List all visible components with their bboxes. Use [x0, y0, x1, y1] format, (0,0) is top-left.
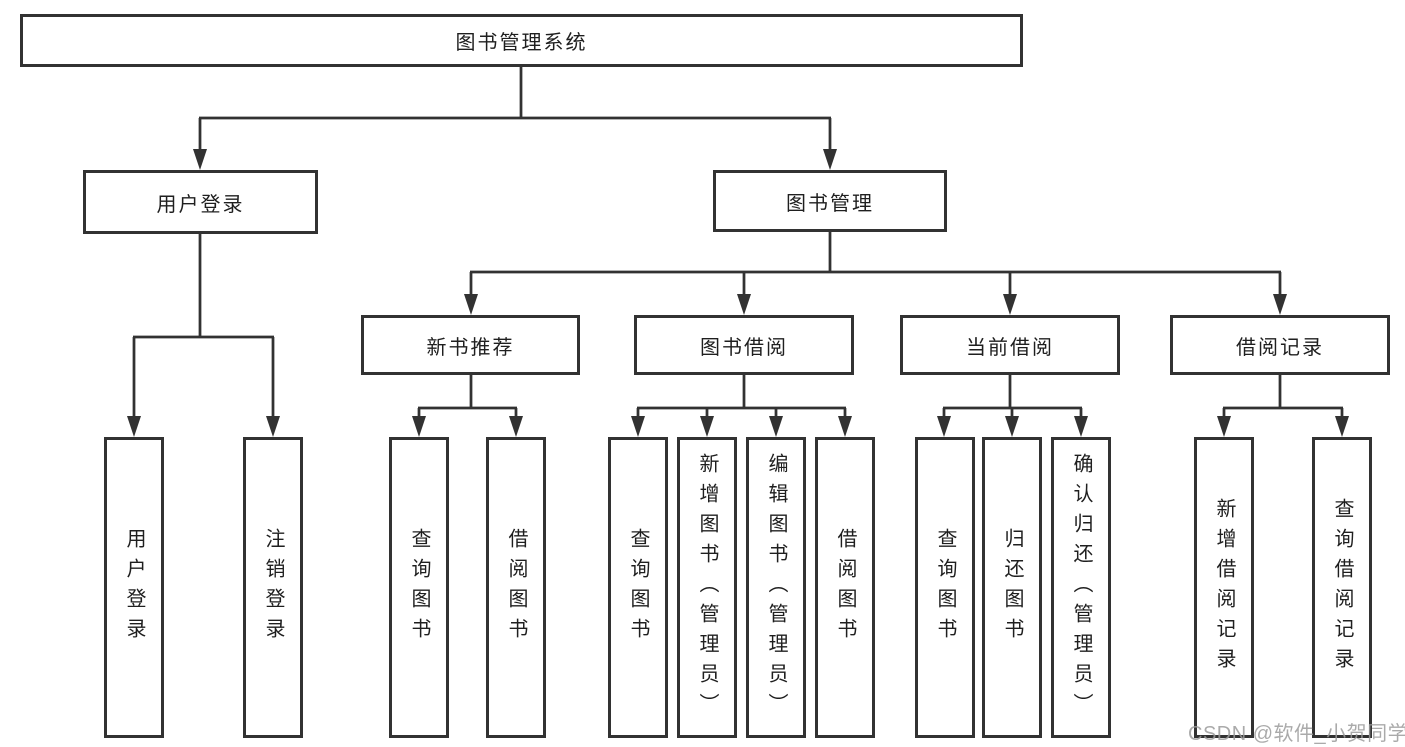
node-borrow-records: 借阅记录	[1170, 315, 1390, 375]
leaf-logout: 注销登录	[243, 437, 303, 738]
arrowhead-icon	[1217, 416, 1231, 437]
leaf-edit-books-admin: 编辑图书（管理员）	[746, 437, 806, 738]
node-book-management: 图书管理	[713, 170, 947, 232]
leaf-borrow-books-2: 借阅图书	[815, 437, 875, 738]
node-label: 新增借阅记录	[1213, 497, 1235, 678]
arrowhead-icon	[127, 416, 141, 437]
leaf-confirm-return-admin: 确认归还（管理员）	[1051, 437, 1111, 738]
arrowhead-icon	[509, 416, 523, 437]
arrowhead-icon	[1074, 416, 1088, 437]
node-user-login: 用户登录	[83, 170, 318, 234]
node-label: 图书管理	[786, 192, 874, 215]
arrowhead-icon	[193, 149, 207, 170]
node-label: 借阅记录	[1236, 336, 1324, 359]
arrowhead-icon	[412, 416, 426, 437]
node-label: 查询图书	[408, 527, 430, 648]
arrowhead-icon	[1003, 294, 1017, 315]
node-label: 编辑图书（管理员）	[765, 452, 787, 723]
watermark: CSDN @软件_小贺同学	[1188, 723, 1405, 745]
leaf-query-books-2: 查询图书	[608, 437, 668, 738]
node-label: 借阅图书	[834, 527, 856, 648]
arrowhead-icon	[823, 149, 837, 170]
leaf-borrow-books-1: 借阅图书	[486, 437, 546, 738]
leaf-query-borrow-record: 查询借阅记录	[1312, 437, 1372, 738]
node-label: 用户登录	[123, 527, 145, 648]
arrowhead-icon	[1005, 416, 1019, 437]
node-label: 图书借阅	[700, 336, 788, 359]
leaf-query-books-3: 查询图书	[915, 437, 975, 738]
arrowhead-icon	[700, 416, 714, 437]
leaf-add-borrow-record: 新增借阅记录	[1194, 437, 1254, 738]
node-label: 确认归还（管理员）	[1070, 452, 1092, 723]
node-label: 图书管理系统	[455, 32, 588, 54]
arrowhead-icon	[937, 416, 951, 437]
arrowhead-icon	[266, 416, 280, 437]
node-label: 新增图书（管理员）	[696, 452, 718, 723]
leaf-query-books-1: 查询图书	[389, 437, 449, 738]
arrowhead-icon	[737, 294, 751, 315]
node-label: 查询图书	[627, 527, 649, 648]
node-library-system: 图书管理系统	[20, 14, 1023, 67]
leaf-return-books: 归还图书	[982, 437, 1042, 738]
node-label: 查询图书	[934, 527, 956, 648]
node-label: 当前借阅	[966, 336, 1054, 359]
arrowhead-icon	[1335, 416, 1349, 437]
arrowhead-icon	[769, 416, 783, 437]
leaf-user-login: 用户登录	[104, 437, 164, 738]
node-label: 注销登录	[262, 527, 284, 648]
arrowhead-icon	[631, 416, 645, 437]
node-new-book-recommend: 新书推荐	[361, 315, 580, 375]
node-label: 用户登录	[156, 193, 245, 216]
arrowhead-icon	[1273, 294, 1287, 315]
node-label: 查询借阅记录	[1331, 497, 1353, 678]
arrowhead-icon	[464, 294, 478, 315]
leaf-add-books-admin: 新增图书（管理员）	[677, 437, 737, 738]
node-label: 归还图书	[1001, 527, 1023, 648]
node-book-borrow: 图书借阅	[634, 315, 854, 375]
node-label: 新书推荐	[426, 336, 515, 359]
node-current-borrow: 当前借阅	[900, 315, 1120, 375]
node-label: 借阅图书	[505, 527, 527, 648]
arrowhead-icon	[838, 416, 852, 437]
